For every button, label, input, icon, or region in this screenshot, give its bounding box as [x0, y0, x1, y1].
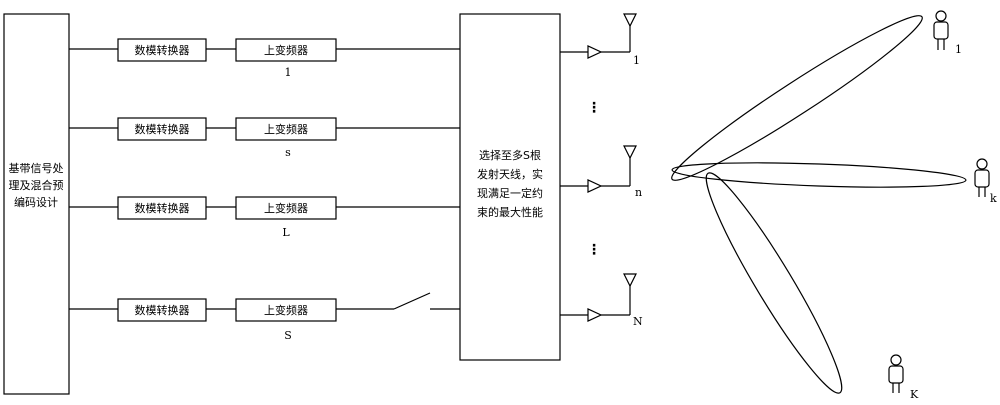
- dac-box-L: [117, 196, 207, 220]
- antenna-ellipsis-1: ⋮: [587, 100, 601, 116]
- chain-label-s: s: [285, 146, 291, 159]
- chain-label-L: L: [282, 226, 290, 239]
- baseband-line-2: 理及混合预: [9, 178, 64, 192]
- beam-pattern: [671, 15, 967, 394]
- antenna-amp-N: [587, 308, 603, 322]
- dac-label-L: 数模转换器: [135, 201, 190, 215]
- rf-chain-1: 数模转换器 上变频器 1: [69, 38, 460, 79]
- antenna-icon-N: [623, 273, 637, 288]
- upconverter-label-s: 上变频器: [264, 122, 308, 136]
- rf-chain-s: 数模转换器 上变频器 s: [69, 117, 460, 159]
- beam-lobe-user-K: [705, 172, 843, 394]
- antenna-n: n: [560, 145, 642, 199]
- baseband-line-1: 基带信号处: [9, 162, 64, 175]
- upconverter-label-L: 上变频器: [264, 201, 308, 215]
- user-k: k: [974, 158, 997, 205]
- dac-box-S: [117, 298, 207, 322]
- chain-label-S: S: [284, 329, 292, 342]
- upconverter-label-S: 上变频器: [264, 303, 308, 317]
- user-label-k: k: [990, 192, 997, 205]
- baseband-box: [3, 13, 70, 395]
- user-icon-K: [888, 354, 904, 393]
- antenna-label-n: n: [635, 186, 642, 199]
- dac-label-S: 数模转换器: [135, 303, 190, 317]
- antenna-label-N: N: [633, 315, 643, 328]
- antenna-amp-1: [587, 45, 603, 59]
- antenna-amp-n: [587, 179, 603, 193]
- user-label-1: 1: [955, 43, 962, 56]
- upconverter-box-S: [235, 298, 337, 322]
- user-icon-1: [933, 10, 949, 50]
- dac-box-1: [117, 38, 207, 62]
- beam-lobe-user-1: [671, 15, 923, 181]
- dac-box-s: [117, 117, 207, 141]
- upconverter-box-s: [235, 117, 337, 141]
- selector-line-4: 束的最大性能: [477, 205, 543, 219]
- baseband-line-3: 编码设计: [14, 195, 58, 209]
- antenna-N: N: [560, 273, 643, 328]
- user-label-K: K: [910, 388, 919, 401]
- selector-box: [459, 13, 561, 361]
- user-K: K: [888, 354, 919, 401]
- baseband-block: 基带信号处 理及混合预 编码设计: [3, 13, 70, 395]
- dac-label-s: 数模转换器: [135, 122, 190, 136]
- selector-line-3: 现满足一定约: [477, 186, 543, 200]
- dac-label-1: 数模转换器: [135, 43, 190, 57]
- user-icon-k: [974, 158, 990, 197]
- antenna-ellipsis-2: ⋮: [587, 242, 601, 258]
- switch-blade: [393, 292, 431, 310]
- user-1: 1: [933, 10, 962, 56]
- upconverter-box-1: [235, 38, 337, 62]
- upconverter-box-L: [235, 196, 337, 220]
- antenna-icon-n: [623, 145, 637, 160]
- selector-block: 选择至多S根 发射天线，实 现满足一定约 束的最大性能: [459, 13, 561, 361]
- rf-chain-S: 数模转换器 上变频器 S: [69, 292, 460, 342]
- selector-line-2: 发射天线，实: [477, 167, 543, 181]
- selector-line-1: 选择至多S根: [479, 148, 541, 162]
- beam-lobe-user-k: [671, 162, 967, 188]
- rf-chain-L: 数模转换器 上变频器 L: [69, 196, 460, 239]
- antenna-icon-1: [623, 13, 637, 28]
- chain-label-1: 1: [285, 66, 292, 79]
- antenna-label-1: 1: [633, 54, 640, 67]
- upconverter-label-1: 上变频器: [264, 43, 308, 57]
- antenna-1: 1: [560, 13, 640, 67]
